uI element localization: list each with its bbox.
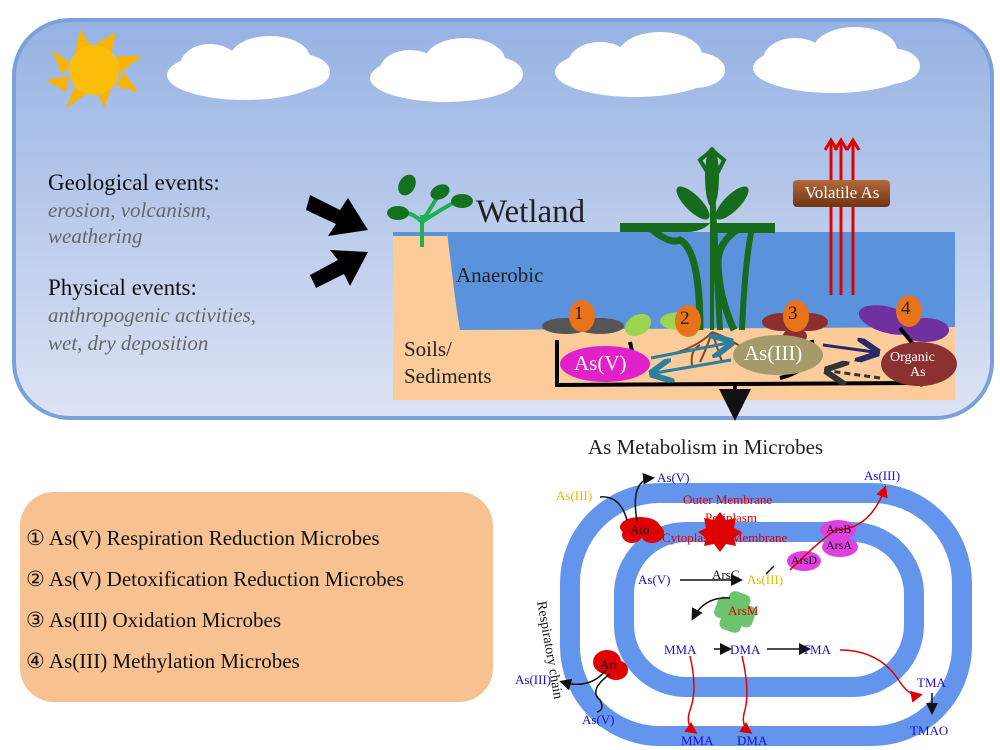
marker-4-label: 4 bbox=[901, 298, 911, 319]
physical-events-title: Physical events: bbox=[48, 275, 197, 300]
metabolism-title: As Metabolism in Microbes bbox=[588, 435, 824, 459]
arsb-label: ArsB bbox=[826, 522, 852, 536]
as-v-node bbox=[560, 346, 650, 382]
arsm-arrow bbox=[691, 597, 731, 621]
mma-out-label: MMA bbox=[681, 733, 714, 748]
aio-input-label: As(III) bbox=[556, 488, 593, 503]
arsd-label: ArsD bbox=[791, 553, 817, 567]
aio-output-label: As(V) bbox=[657, 470, 690, 485]
aio-in-arrow bbox=[599, 496, 628, 521]
mma-label: MMA bbox=[664, 642, 697, 657]
legend-item-4: ④ As(III) Methylation Microbes bbox=[26, 649, 300, 673]
sediments-label: Sediments bbox=[404, 364, 492, 388]
volatile-as-box bbox=[793, 180, 890, 207]
marker-1 bbox=[569, 300, 595, 332]
cell-diagram bbox=[560, 483, 972, 746]
geological-events-line-2: weathering bbox=[48, 224, 143, 248]
legend-item-1: ① As(V) Respiration Reduction Microbes bbox=[26, 526, 380, 550]
as-v-label: As(V) bbox=[574, 351, 627, 375]
sun-icon bbox=[46, 30, 142, 108]
organic-as-label: As bbox=[910, 365, 926, 380]
cloud-3-icon bbox=[555, 32, 725, 97]
volatile-as-label: Volatile As bbox=[804, 183, 880, 202]
legend-item-3: ③ As(III) Oxidation Microbes bbox=[26, 608, 282, 632]
dma-label: DMA bbox=[730, 642, 761, 657]
as-v-to-as-iii-arrow bbox=[650, 343, 728, 360]
arr-input-label: As(V) bbox=[582, 712, 615, 727]
legend-panel: ① As(V) Respiration Reduction Microbes ②… bbox=[20, 492, 493, 702]
marker-3-label: 3 bbox=[788, 303, 798, 324]
cytoplasmic-membrane-label: Cytoplasmic Membrane bbox=[662, 530, 788, 545]
outer-membrane-label: Outer Membrane bbox=[683, 492, 773, 507]
arsm-enzyme-icon bbox=[714, 591, 756, 633]
physical-events-line-1: anthropogenic activities, bbox=[48, 303, 257, 327]
marker-4 bbox=[896, 295, 922, 327]
arr-output-label: As(III) bbox=[515, 672, 552, 687]
as-iii-to-organic-arrow bbox=[822, 345, 874, 352]
aio-out-arrow bbox=[634, 472, 655, 522]
tma-out-label: TMA bbox=[917, 675, 946, 690]
outer-membrane bbox=[560, 483, 972, 746]
cloud-1-icon bbox=[167, 36, 330, 100]
dma-out-label: DMA bbox=[737, 733, 768, 748]
arsa-enzyme-icon bbox=[822, 537, 858, 557]
arsd-enzyme-icon bbox=[787, 551, 821, 571]
cytoplasmic-membrane bbox=[614, 522, 924, 697]
volatile-arrows bbox=[823, 137, 861, 295]
as-iii-label: As(III) bbox=[744, 341, 803, 365]
tma-out-arrow bbox=[839, 649, 923, 703]
physical-events-line-2: wet, dry deposition bbox=[48, 331, 209, 355]
as-iii-to-as-v-arrow bbox=[655, 360, 732, 373]
arr-label: Arr bbox=[600, 657, 619, 672]
arsc-enzyme-icon bbox=[698, 512, 742, 552]
small-plant-icon bbox=[387, 174, 473, 247]
arsc-output-label: As(III) bbox=[747, 572, 784, 587]
arr-in-arrow bbox=[595, 673, 611, 713]
anaerobic-label: Anaerobic bbox=[456, 263, 544, 287]
legend-item-2: ② As(V) Detoxification Reduction Microbe… bbox=[26, 567, 405, 591]
arr-out-arrow bbox=[559, 669, 607, 691]
dma-out-arrow bbox=[739, 655, 753, 734]
organic-as-node bbox=[881, 342, 957, 386]
arsc-label: ArsC bbox=[712, 567, 740, 582]
as-iii-node bbox=[733, 335, 823, 375]
geological-events-title: Geological events: bbox=[48, 170, 220, 195]
as-iii-arsm-link bbox=[765, 565, 775, 575]
aio-enzyme-icon bbox=[620, 517, 664, 543]
marker-2 bbox=[675, 305, 701, 337]
tmao-label: TMAO bbox=[910, 723, 949, 738]
marker-1-label: 1 bbox=[574, 303, 584, 324]
arr-enzyme-icon bbox=[593, 650, 628, 680]
tma-label: TMA bbox=[802, 642, 831, 657]
arsm-label: ArsM bbox=[728, 603, 759, 618]
mma-out-arrow bbox=[684, 655, 698, 734]
periplasm-label: Periplasm bbox=[705, 510, 757, 525]
wetland-title: Wetland bbox=[476, 194, 586, 230]
cloud-2-icon bbox=[370, 38, 523, 102]
arsa-label: ArsA bbox=[826, 538, 852, 552]
cloud-4-icon bbox=[753, 27, 920, 93]
organic-label: Organic bbox=[890, 350, 935, 365]
arsc-input-label: As(V) bbox=[638, 572, 671, 587]
soils-label: Soils/ bbox=[404, 337, 452, 361]
efflux-output-label: As(III) bbox=[864, 468, 901, 483]
marker-2-label: 2 bbox=[680, 308, 690, 329]
efflux-arrow bbox=[789, 485, 888, 571]
water-layer bbox=[393, 232, 955, 330]
geological-arrow-icon bbox=[306, 195, 368, 236]
organic-to-as-iii-arrow bbox=[830, 371, 881, 378]
input-arrows bbox=[306, 195, 368, 288]
large-plant-icon bbox=[620, 147, 775, 332]
physical-arrow-icon bbox=[310, 250, 368, 288]
aio-label: Aio bbox=[630, 522, 650, 537]
geological-events-line-1: erosion, volcanism, bbox=[48, 198, 212, 222]
marker-3 bbox=[783, 300, 809, 332]
